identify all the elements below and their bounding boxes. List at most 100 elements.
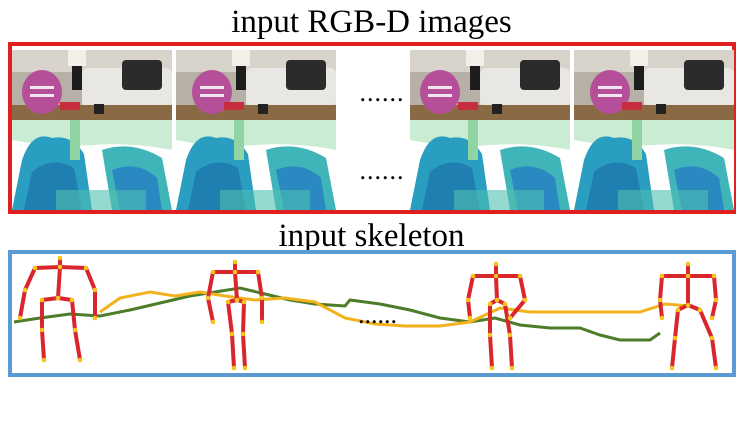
- skeleton-joint: [709, 315, 715, 321]
- skeleton-joint: [92, 287, 98, 293]
- skeleton-joint: [77, 357, 83, 363]
- skeleton-joint: [685, 273, 691, 279]
- skeleton-joint: [234, 297, 240, 303]
- skeleton-bone: [56, 265, 62, 300]
- skeleton-joint: [489, 365, 495, 371]
- skeleton-joint: [709, 335, 715, 341]
- skeleton-joint: [225, 299, 231, 305]
- skeleton-bone: [206, 296, 215, 324]
- skeleton-figure-1: [17, 255, 98, 363]
- depth-ellipsis: ......: [359, 156, 405, 185]
- skeleton-bone: [58, 265, 88, 270]
- skeleton-joint: [39, 297, 45, 303]
- skeleton-joint: [83, 265, 89, 271]
- rgbd-frame-1: [12, 50, 172, 210]
- skeleton-joint: [57, 264, 63, 270]
- skeleton-joint: [507, 315, 513, 321]
- skeleton-bone: [488, 333, 494, 370]
- skeleton-joint: [205, 295, 211, 301]
- skeleton-joint: [713, 365, 719, 371]
- skeleton-bone: [670, 336, 677, 370]
- skeleton-joint: [487, 332, 493, 338]
- skeleton-bone: [206, 270, 215, 300]
- skeleton-joint: [259, 295, 265, 301]
- skeleton-bone: [494, 274, 499, 302]
- skeleton-joint: [240, 331, 246, 337]
- skeleton-bone: [712, 274, 718, 302]
- skeleton-title: input skeleton: [278, 218, 465, 254]
- skeleton-joint: [675, 307, 681, 313]
- skeleton-joint: [72, 327, 78, 333]
- skeleton-joint: [711, 273, 717, 279]
- skeleton-joint: [255, 269, 261, 275]
- skeleton-joint: [69, 297, 75, 303]
- skeleton-joint: [232, 259, 238, 265]
- skeleton-bone: [710, 336, 718, 370]
- skeleton-bone: [56, 296, 74, 302]
- skeleton-ellipsis: ......: [358, 300, 397, 329]
- rgbd-frame-2: [176, 50, 336, 210]
- skeleton-bone: [73, 328, 82, 362]
- skeleton-joint: [465, 297, 471, 303]
- skeleton-joint: [92, 315, 98, 321]
- skeleton-bone: [70, 298, 77, 332]
- skeleton-joint: [32, 265, 38, 271]
- skeleton-joint: [713, 297, 719, 303]
- skeleton-panel: [8, 250, 736, 377]
- skeleton-joint: [22, 287, 28, 293]
- skeleton-bone: [40, 328, 46, 362]
- skeleton-joint: [509, 365, 515, 371]
- skeleton-joint: [467, 315, 473, 321]
- skeleton-figure-2: [205, 259, 265, 371]
- skeleton-joint: [507, 332, 513, 338]
- skeleton-joint: [697, 307, 703, 313]
- skeleton-joint: [259, 319, 265, 325]
- skeleton-bone: [503, 302, 512, 337]
- skeleton-joint: [241, 299, 247, 305]
- skeleton-bone: [466, 298, 472, 320]
- skeleton-bone: [226, 300, 234, 336]
- skeleton-bone: [84, 266, 97, 292]
- skeleton-joint: [657, 297, 663, 303]
- skeleton-bone: [33, 265, 62, 270]
- skeleton-joint: [493, 273, 499, 279]
- skeleton-bone: [658, 274, 664, 302]
- skeleton-bone: [673, 308, 680, 340]
- skeleton-joint: [210, 269, 216, 275]
- skeleton-joint: [685, 261, 691, 267]
- skeleton-joint: [210, 319, 216, 325]
- skeleton-bone: [256, 270, 264, 300]
- skeleton-figure-3: [465, 261, 528, 371]
- skeleton-figures: [17, 255, 719, 371]
- skeleton-bone: [40, 296, 60, 302]
- skeleton-joint: [659, 315, 665, 321]
- rgb-ellipsis: ......: [359, 78, 405, 107]
- skeleton-joint: [41, 357, 47, 363]
- skeleton-joint: [39, 327, 45, 333]
- skeleton-bone: [241, 300, 246, 336]
- skeleton-trajectory-green: [13, 286, 661, 342]
- skeleton-bone: [508, 333, 514, 370]
- skeleton-joint: [502, 301, 508, 307]
- skeleton-bone: [23, 266, 37, 292]
- rgbd-frame-3: [410, 50, 570, 210]
- skeleton-bone: [710, 298, 718, 320]
- skeleton-joint: [522, 297, 528, 303]
- skeleton-bone: [508, 298, 527, 320]
- rgbd-images-title: input RGB-D images: [231, 4, 512, 40]
- skeleton-joint: [517, 273, 523, 279]
- rgbd-frame-4: [574, 50, 734, 210]
- skeleton-joint: [685, 302, 691, 308]
- skeleton-bone: [518, 274, 527, 302]
- skeleton-bone: [18, 288, 27, 320]
- skeleton-joint: [231, 365, 237, 371]
- skeleton-joint: [494, 297, 500, 303]
- skeleton-joint: [242, 365, 248, 371]
- skeleton-joint: [470, 273, 476, 279]
- skeleton-joint: [232, 269, 238, 275]
- skeleton-bone: [466, 274, 475, 302]
- skeleton-joint: [17, 315, 23, 321]
- skeleton-bone: [241, 332, 247, 370]
- skeleton-joint: [487, 301, 493, 307]
- rgbd-images-panel: ...... ......: [8, 42, 736, 214]
